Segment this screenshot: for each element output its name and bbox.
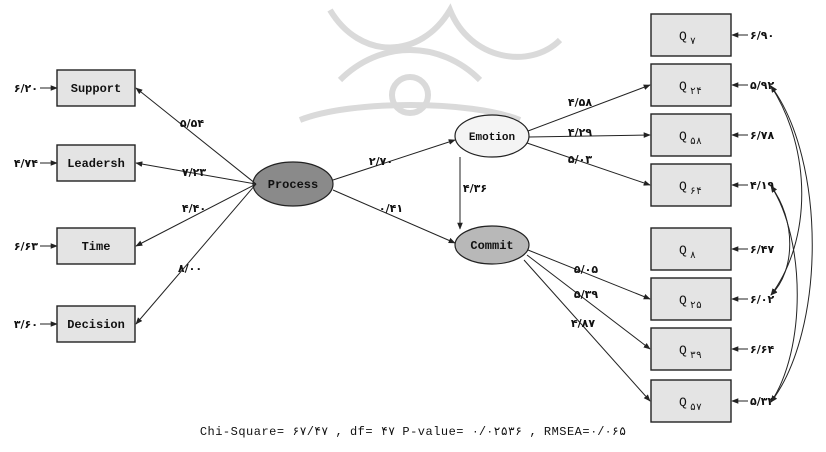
indicator-q5 (650, 277, 732, 321)
indicator-label: Time (82, 240, 111, 254)
loading-path (528, 132, 651, 138)
error-variance: ۶/۶۳ (14, 240, 38, 253)
latent-emotion (454, 114, 530, 158)
loading-value: ۵/۵۴ (180, 117, 204, 130)
loading-value: ۸/۰۰ (178, 262, 202, 275)
loading-path (527, 84, 651, 132)
latent-emotion-label: Emotion (469, 132, 515, 144)
coef-emotion-commit: ۴/۳۶ (463, 182, 487, 195)
cov-q64-q25 (770, 185, 791, 296)
error-variance: ۶/۴۷ (750, 243, 774, 256)
indicator-subscript: ۸ (690, 251, 696, 262)
indicator-label: Leadersh (67, 157, 125, 171)
cov-q24-q57 (770, 85, 813, 403)
coef-process-commit: ۰/۴۱ (379, 202, 403, 215)
indicator-q4 (650, 227, 732, 271)
error-variance: ۵/۳۳ (750, 395, 774, 408)
error-variance: ۴/۱۹ (750, 179, 774, 192)
loading-value: ۴/۵۸ (568, 96, 592, 109)
indicator-q7 (650, 379, 732, 423)
loading-path (526, 254, 651, 350)
indicator-leadersh (56, 144, 136, 182)
loading-value: ۷/۲۳ (182, 166, 206, 179)
loading-path (527, 249, 651, 300)
cov-q64-q57 (770, 185, 798, 403)
indicator-letter: Q (679, 129, 687, 144)
loading-path (135, 183, 257, 247)
indicator-letter: Q (679, 395, 687, 410)
watermark-logo (298, 3, 563, 123)
indicator-subscript: ۳۹ (690, 351, 702, 362)
error-variance: ۳/۶۰ (14, 318, 38, 331)
fit-statistics: Chi-Square= ۶۷/۴۷ , df= ۴۷ P-value= ۰/۰۲… (199, 425, 627, 439)
loading-value: ۵/۳۹ (574, 288, 598, 301)
error-variance: ۶/۶۴ (750, 343, 774, 356)
loading-path (135, 87, 257, 185)
error-variance: ۶/۰۲ (750, 293, 774, 306)
indicator-subscript: ۲۴ (690, 87, 702, 98)
indicator-subscript: ۷ (690, 37, 696, 48)
error-variance: ۶/۹۰ (750, 29, 774, 42)
indicator-subscript: ۵۸ (690, 137, 702, 148)
indicator-support (56, 69, 136, 107)
path-process-commit (332, 189, 456, 244)
error-variance: ۶/۷۸ (750, 129, 774, 142)
indicator-letter: Q (679, 293, 687, 308)
indicator-subscript: ۶۴ (690, 187, 702, 198)
indicator-decision (56, 305, 136, 343)
indicator-time (56, 227, 136, 265)
loading-path (526, 142, 651, 186)
path-process-emotion (332, 139, 456, 181)
loading-value: ۴/۲۹ (568, 126, 592, 139)
indicator-subscript: ۲۵ (690, 301, 702, 312)
error-variance: ۴/۷۴ (14, 157, 38, 170)
indicator-letter: Q (679, 243, 687, 258)
loading-path (135, 161, 257, 185)
indicator-subscript: ۵۷ (690, 403, 702, 414)
indicator-letter: Q (679, 79, 687, 94)
indicator-label: Support (71, 82, 121, 96)
cov-q24-q25 (770, 85, 803, 296)
indicator-q6 (650, 327, 732, 371)
indicator-q3 (650, 163, 732, 207)
indicator-letter: Q (679, 29, 687, 44)
indicator-letter: Q (679, 343, 687, 358)
loading-value: ۵/۰۳ (568, 153, 592, 166)
loading-value: ۵/۰۵ (574, 263, 598, 276)
indicator-q1 (650, 63, 732, 107)
error-variance: ۶/۲۰ (14, 82, 38, 95)
loading-value: ۴/۸۷ (571, 317, 595, 330)
coef-process-emotion: ۲/۷۰ (369, 155, 393, 168)
indicator-q0 (650, 13, 732, 57)
indicator-letter: Q (679, 179, 687, 194)
loading-path (523, 259, 651, 402)
indicator-label: Decision (67, 318, 125, 332)
indicator-q2 (650, 113, 732, 157)
error-variance: ۵/۹۲ (750, 79, 774, 92)
latent-commit-label: Commit (470, 239, 513, 253)
latent-process-label: Process (268, 178, 318, 192)
latent-process (252, 161, 334, 207)
latent-commit (454, 225, 530, 265)
loading-value: ۴/۴۰ (182, 202, 206, 215)
loading-path (135, 183, 257, 325)
error-covariances (770, 85, 813, 403)
